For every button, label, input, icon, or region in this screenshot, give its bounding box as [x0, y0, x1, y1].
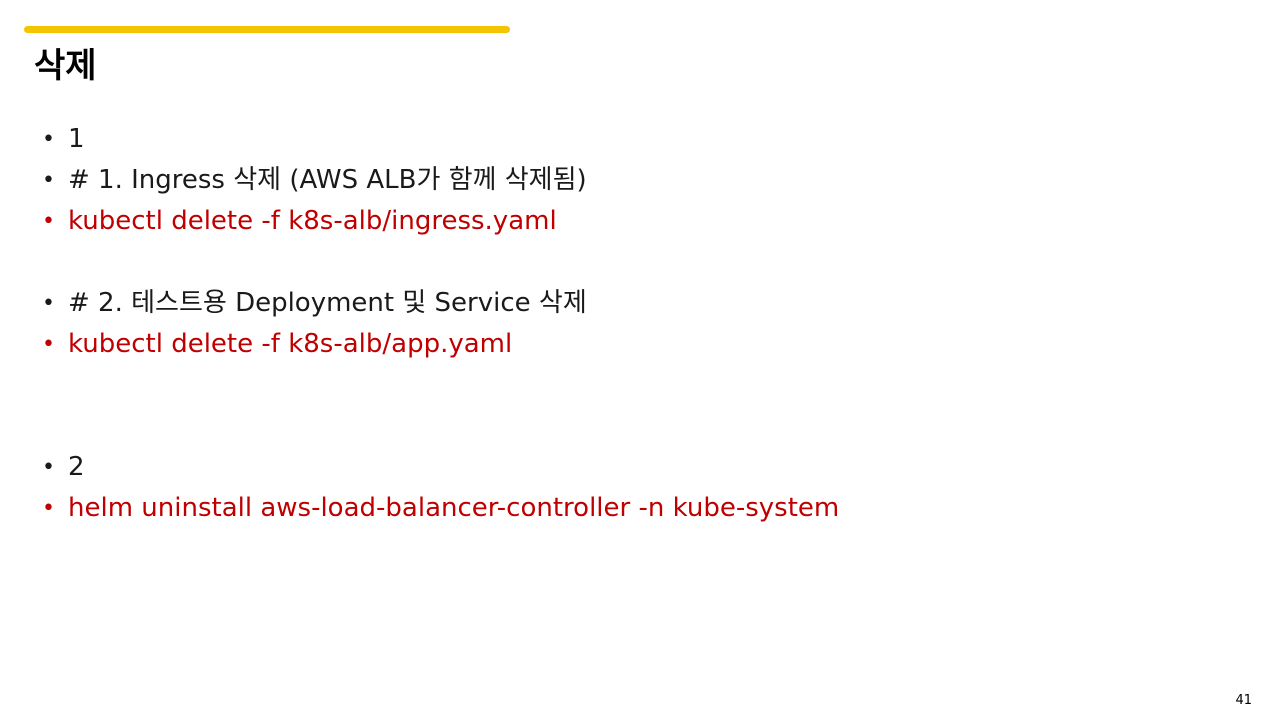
bullet-dot: •: [42, 332, 55, 357]
bullet-list: • 1 • # 1. Ingress 삭제 (AWS ALB가 함께 삭제됨) …: [40, 119, 839, 529]
slide-title: 삭제: [34, 46, 97, 86]
bullet-text: kubectl delete -f k8s-alb/app.yaml: [68, 329, 513, 359]
bullet-item: • 2: [40, 447, 839, 488]
bullet-item: • 1: [40, 119, 839, 160]
bullet-dot: •: [42, 496, 55, 521]
accent-bar: [24, 26, 510, 33]
bullet-text: helm uninstall aws-load-balancer-control…: [68, 493, 840, 523]
bullet-dot: •: [42, 209, 55, 234]
bullet-item: • helm uninstall aws-load-balancer-contr…: [40, 488, 839, 529]
bullet-text: 1: [68, 124, 85, 154]
bullet-dot: •: [42, 127, 55, 152]
bullet-text: 2: [68, 452, 85, 482]
bullet-dot: •: [42, 291, 55, 316]
bullet-item: • kubectl delete -f k8s-alb/app.yaml: [40, 324, 839, 365]
bullet-item: • # 1. Ingress 삭제 (AWS ALB가 함께 삭제됨): [40, 160, 839, 201]
blank-line: [40, 406, 839, 447]
bullet-dot: •: [42, 168, 55, 193]
bullet-text: # 1. Ingress 삭제 (AWS ALB가 함께 삭제됨): [68, 165, 587, 195]
blank-line: [40, 365, 839, 406]
bullet-item: • # 2. 테스트용 Deployment 및 Service 삭제: [40, 283, 839, 324]
blank-line: [40, 242, 839, 283]
bullet-item: • kubectl delete -f k8s-alb/ingress.yaml: [40, 201, 839, 242]
bullet-text: # 2. 테스트용 Deployment 및 Service 삭제: [68, 288, 587, 318]
page-number: 41: [1235, 693, 1252, 708]
bullet-dot: •: [42, 455, 55, 480]
bullet-text: kubectl delete -f k8s-alb/ingress.yaml: [68, 206, 557, 236]
